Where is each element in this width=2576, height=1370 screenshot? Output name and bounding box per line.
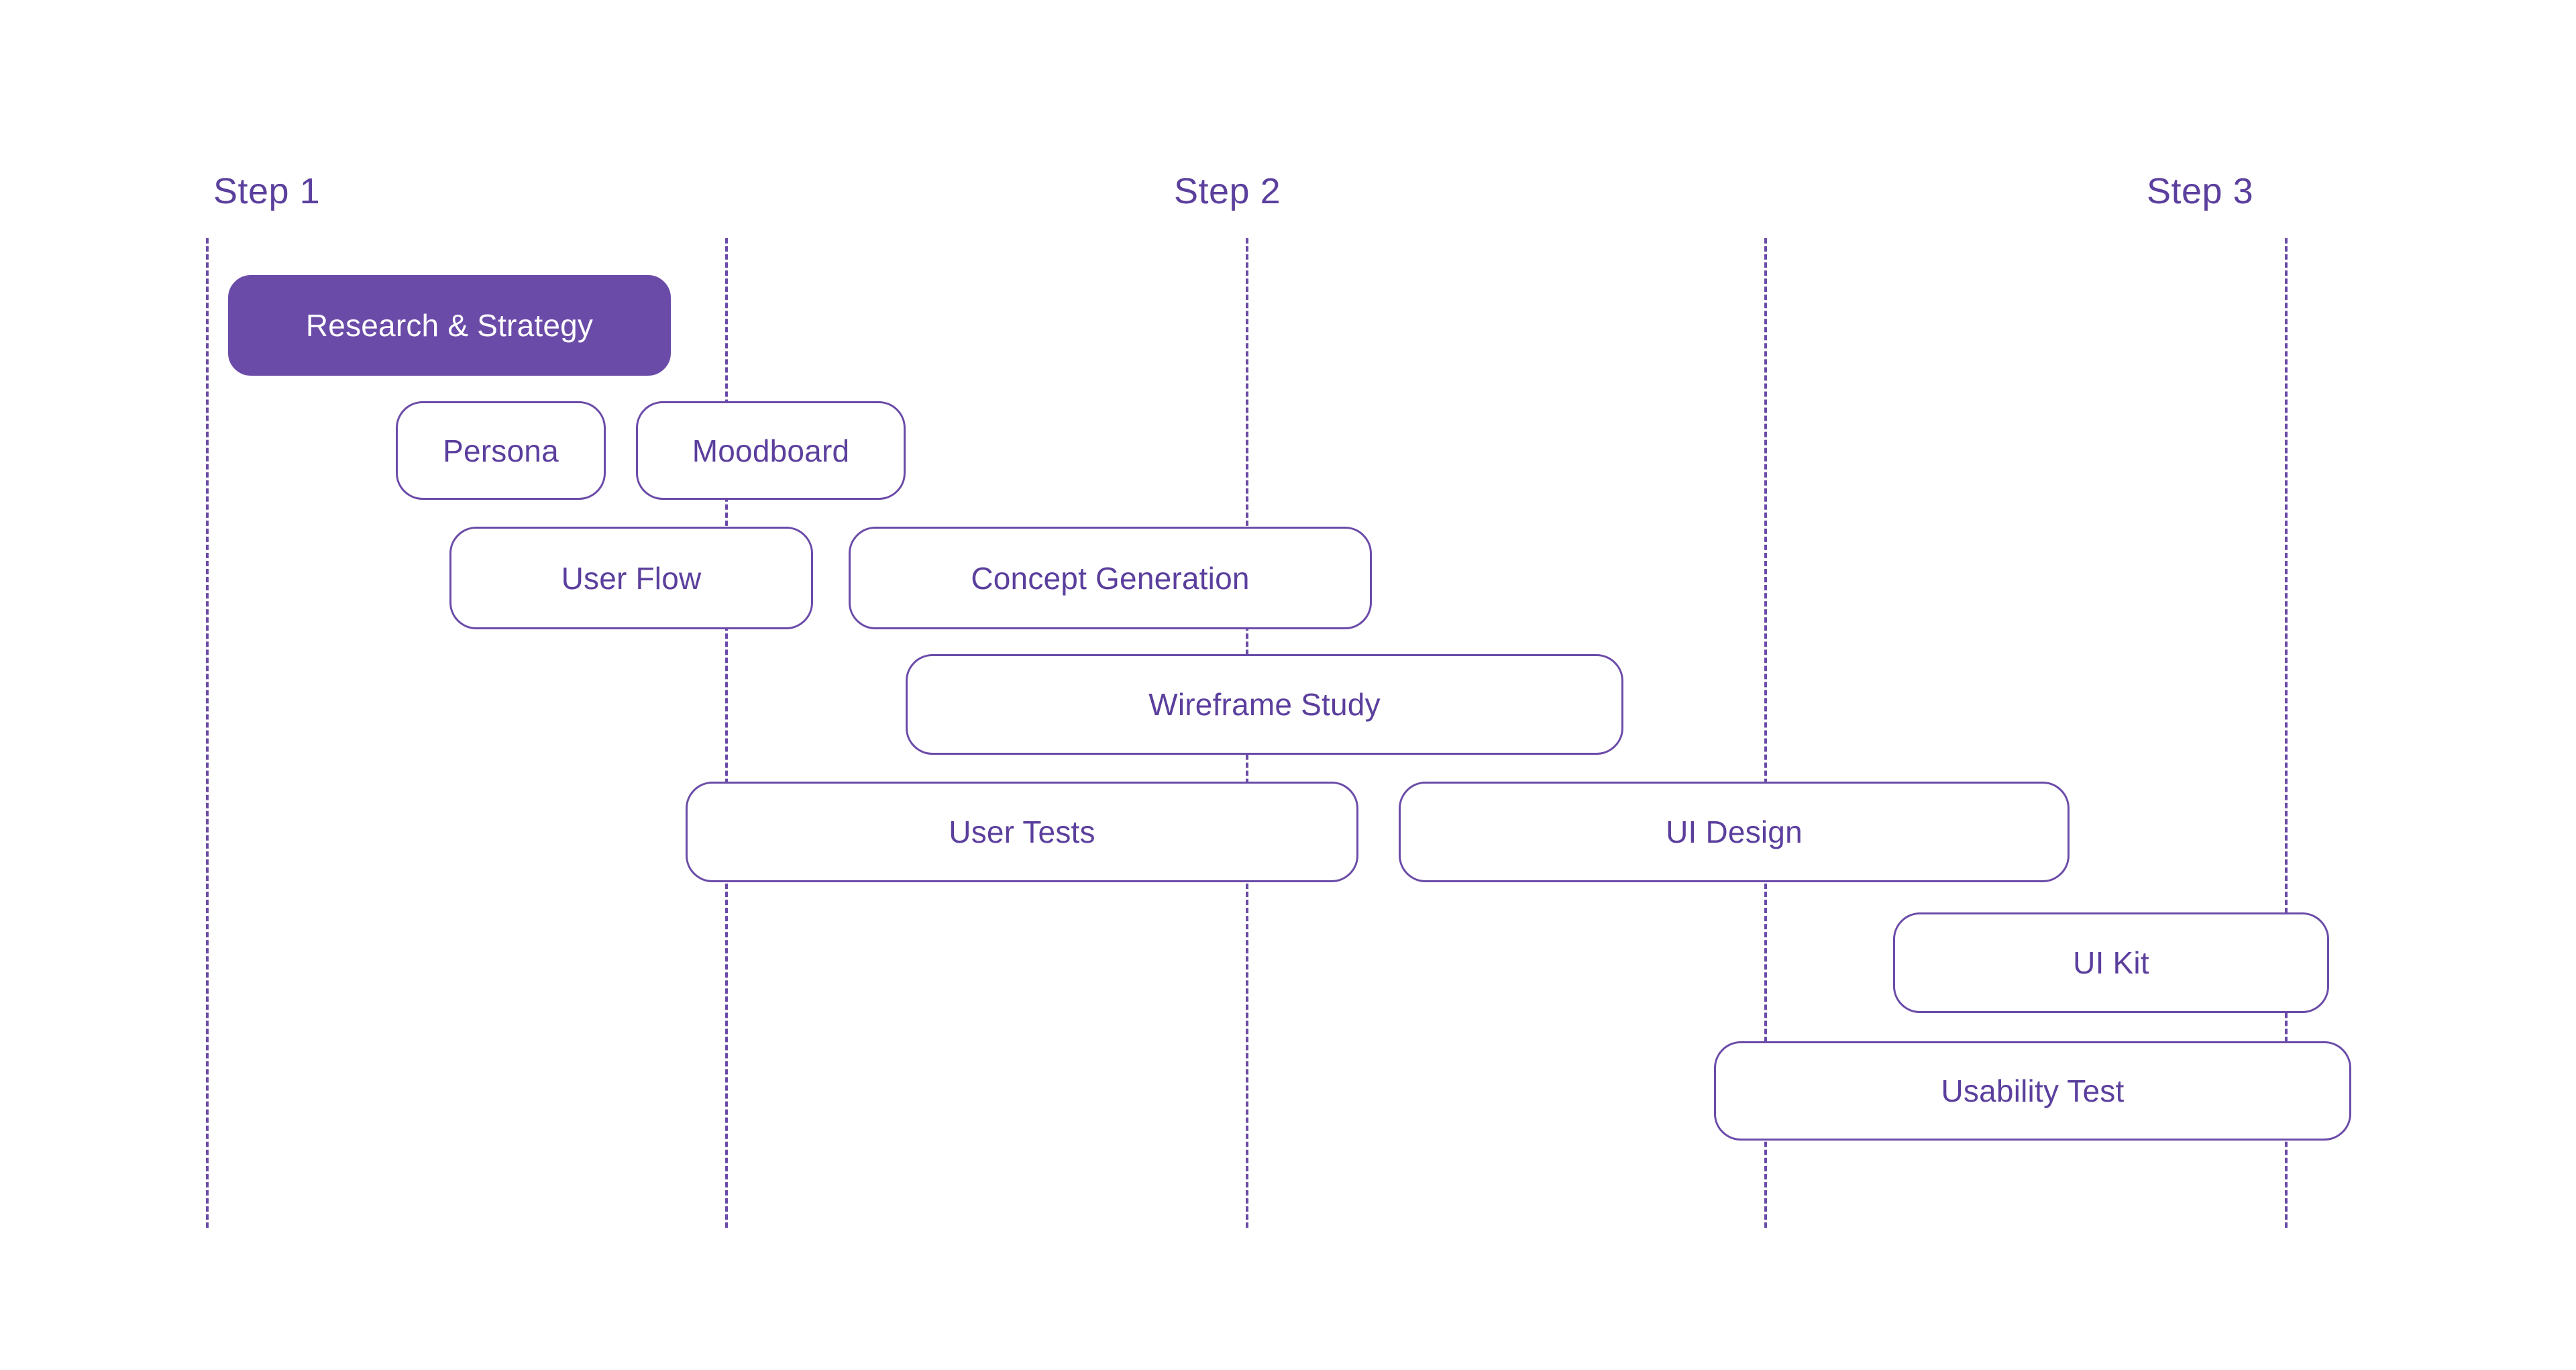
step-label-step-1: Step 1 (213, 171, 321, 211)
task-bar-label: Research & Strategy (305, 308, 594, 343)
task-bar-research-and-strategy[interactable]: Research & Strategy (228, 275, 671, 376)
step-label-step-2: Step 2 (1174, 171, 1281, 211)
task-bar-label: Persona (443, 433, 559, 468)
task-bar-user-tests[interactable]: User Tests (686, 782, 1358, 882)
task-bar-label: UI Design (1666, 814, 1803, 849)
task-bar-label: Moodboard (692, 433, 850, 468)
guide-line-4 (1764, 238, 1767, 1228)
task-bar-usability-test[interactable]: Usability Test (1714, 1041, 2351, 1141)
task-bar-concept-generation[interactable]: Concept Generation (849, 527, 1372, 629)
task-bar-persona[interactable]: Persona (396, 401, 606, 500)
task-bar-label: Concept Generation (971, 560, 1250, 596)
task-bar-ui-design[interactable]: UI Design (1399, 782, 2070, 882)
task-bar-user-flow[interactable]: User Flow (449, 527, 813, 629)
task-bar-label: User Flow (561, 560, 702, 596)
guide-line-2 (725, 238, 728, 1228)
task-bar-moodboard[interactable]: Moodboard (636, 401, 906, 500)
guide-line-1 (206, 238, 209, 1228)
task-bar-label: Usability Test (1941, 1073, 2125, 1108)
task-bar-label: User Tests (949, 814, 1095, 849)
task-bar-ui-kit[interactable]: UI Kit (1893, 912, 2329, 1013)
task-bar-label: UI Kit (2073, 945, 2149, 980)
step-label-step-3: Step 3 (2147, 171, 2254, 211)
task-bar-label: Wireframe Study (1148, 687, 1381, 722)
task-bar-wireframe-study[interactable]: Wireframe Study (906, 654, 1623, 755)
guide-line-5 (2285, 238, 2288, 1228)
